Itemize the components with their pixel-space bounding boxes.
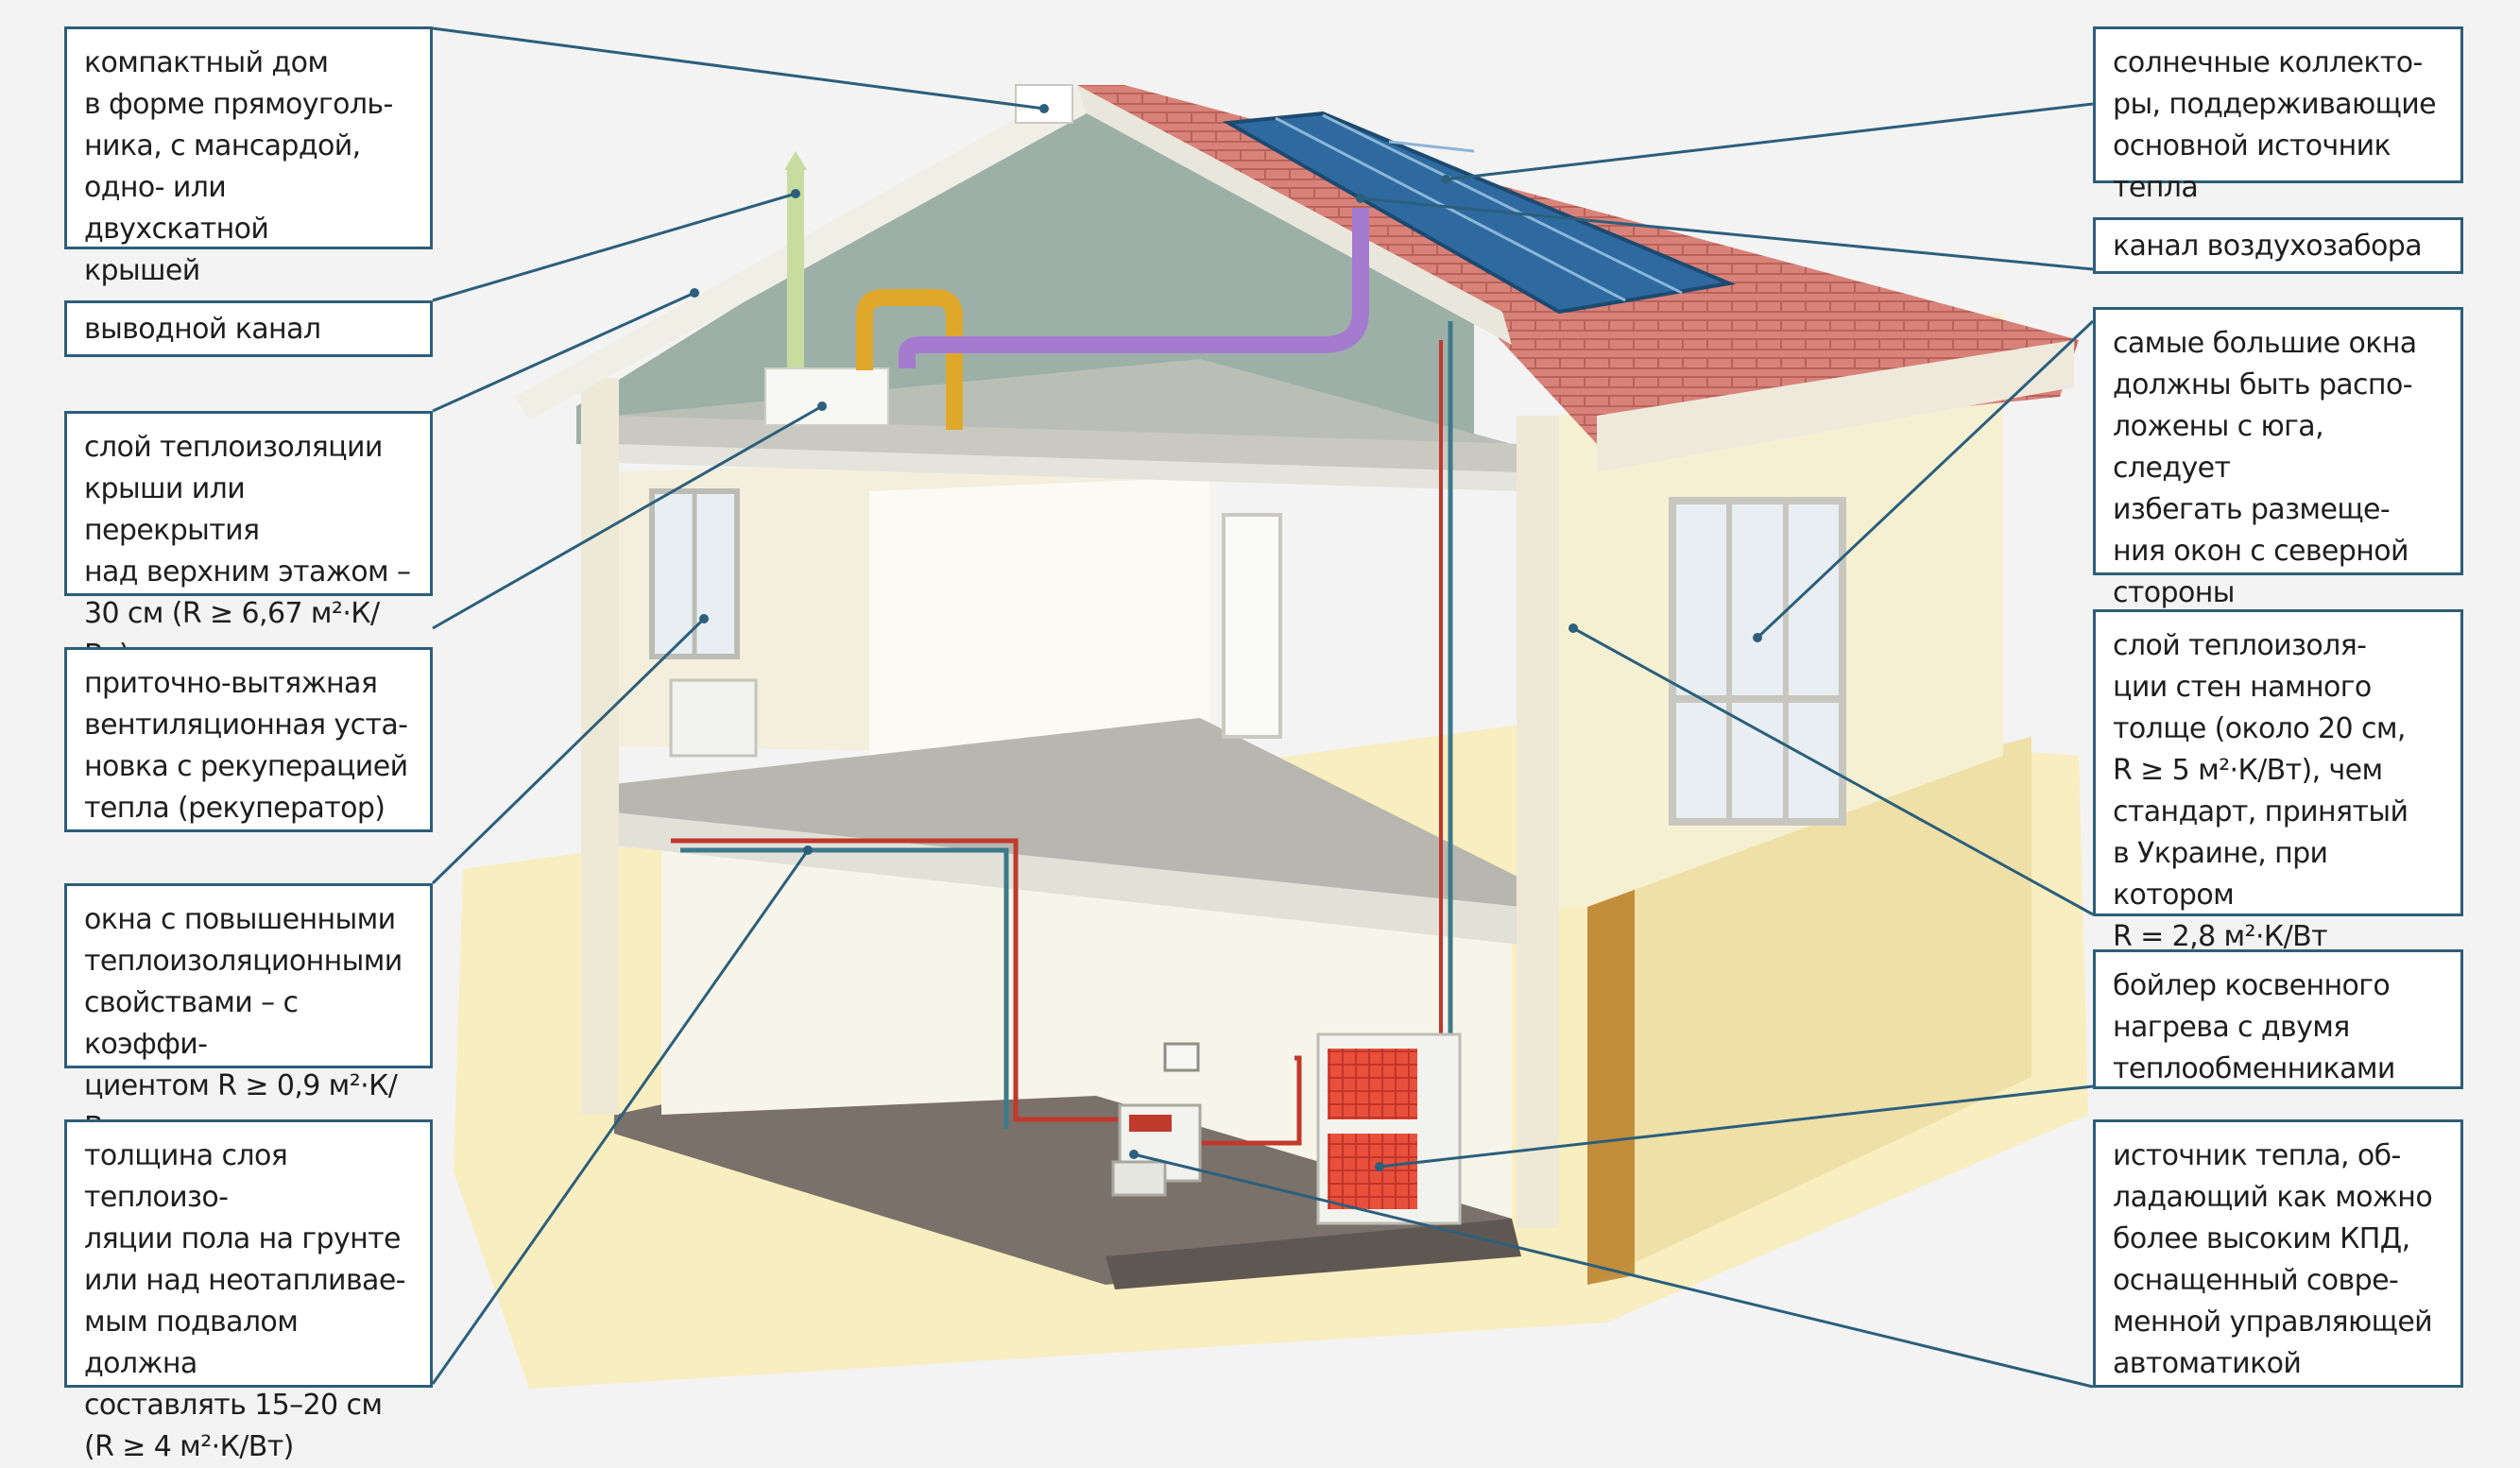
leader-roof-insulation [433, 293, 694, 411]
callout-boiler: бойлер косвенного нагрева с двумя теплоо… [2093, 949, 2463, 1089]
callout-heat-source: источник тепла, об- ладающий как можно б… [2093, 1119, 2463, 1388]
callout-exhaust-channel: выводной канал [64, 300, 433, 357]
callout-compact-house: компактный дом в форме прямоуголь- ника,… [64, 26, 433, 249]
callout-floor-insulation: толщина слоя теплоизо- ляции пола на гру… [64, 1119, 433, 1388]
leader-wall-insulation [1573, 628, 2093, 914]
diagram-stage: компактный дом в форме прямоуголь- ника,… [0, 0, 2520, 1417]
leader-windows [433, 619, 704, 883]
callout-wall-insulation: слой теплоизоля- ции стен намного толще … [2093, 609, 2463, 916]
callout-ventilation-unit: приточно-вытяжная вентиляционная уста- н… [64, 647, 433, 832]
leader-ventilation-unit [433, 406, 822, 628]
leader-floor-insulation [433, 850, 808, 1384]
leader-boiler [1380, 1086, 2093, 1167]
callout-air-intake: канал воздухозабора [2093, 217, 2463, 274]
callout-windows: окна с повышенными теплоизоляционными св… [64, 883, 433, 1068]
leader-compact-house [433, 28, 1044, 109]
leader-exhaust-channel [433, 194, 796, 300]
callout-solar-collectors: солнечные коллекто- ры, поддерживающие о… [2093, 26, 2463, 183]
leader-solar-collectors [1446, 104, 2093, 179]
callout-south-windows: самые большие окна должны быть распо- ло… [2093, 307, 2463, 575]
leader-air-intake [1361, 198, 2093, 269]
leader-south-windows [1757, 321, 2093, 638]
leader-heat-source [1134, 1154, 2093, 1387]
callout-roof-insulation: слой теплоизоляции крыши или перекрытия … [64, 411, 433, 596]
